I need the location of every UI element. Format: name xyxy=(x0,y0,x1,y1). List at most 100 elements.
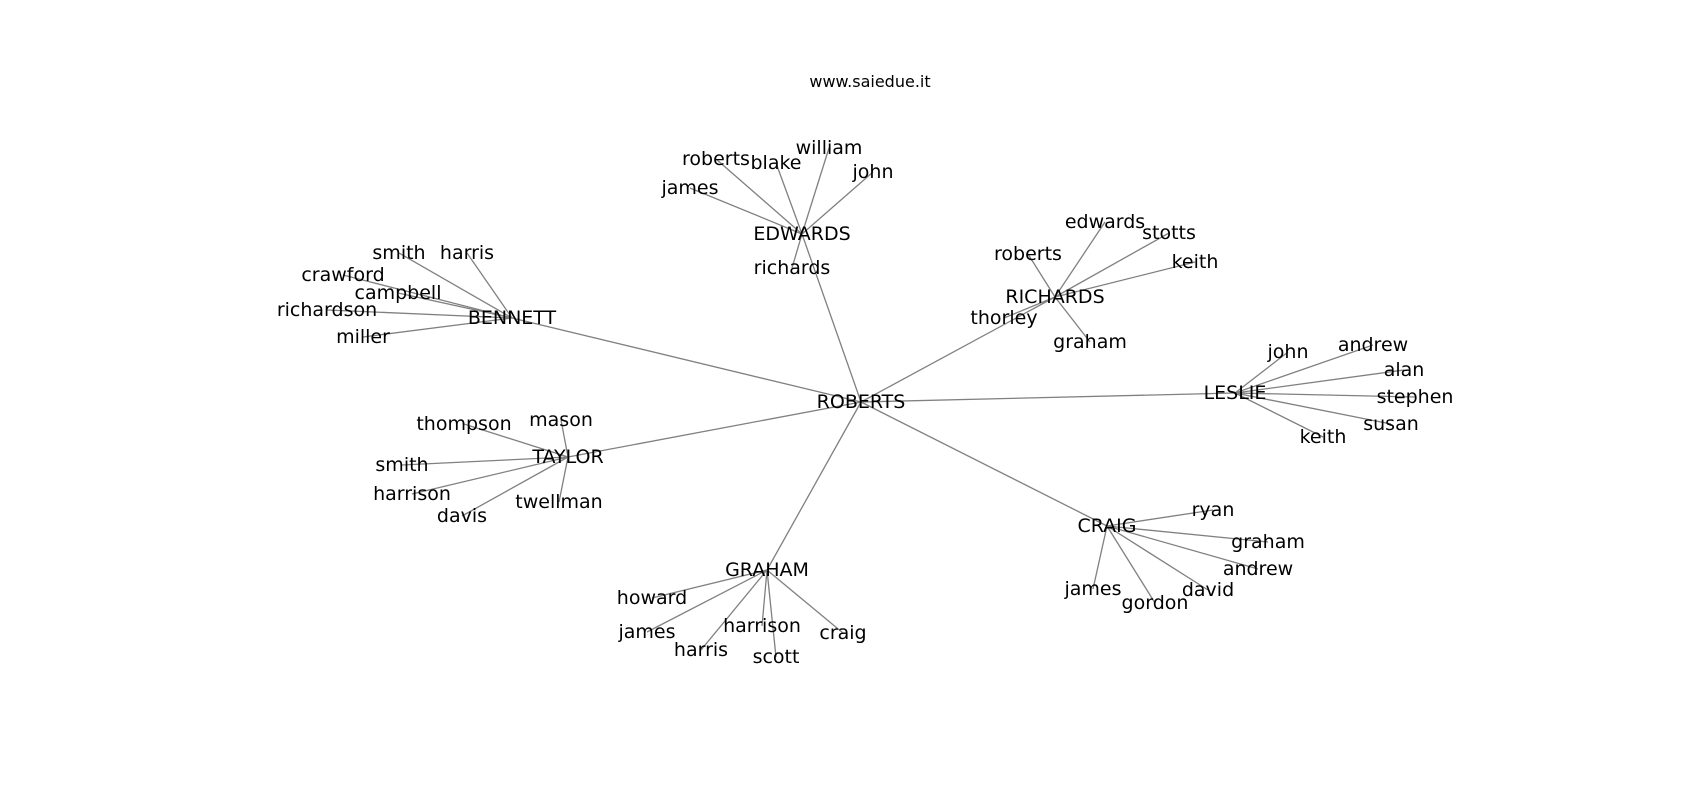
edge-taylor-mason xyxy=(560,419,569,458)
edge-craig-ryan xyxy=(1106,509,1214,527)
edge-graham-craig xyxy=(766,569,844,634)
leaf-node-label-leslie-susan: susan xyxy=(1363,413,1419,435)
root-node-label: ROBERTS xyxy=(817,391,906,413)
leaf-node-label-leslie-john: john xyxy=(1267,341,1309,363)
edge-taylor-harrison xyxy=(411,456,569,495)
edge-graham-harris xyxy=(700,569,768,651)
leaf-node-label-graham-harrison: harrison xyxy=(723,615,801,637)
edge-edwards-james xyxy=(689,187,803,235)
edge-leslie-keith xyxy=(1234,392,1324,438)
edge-richards-stotts xyxy=(1054,232,1170,298)
edge-root-edwards xyxy=(801,233,862,403)
leaf-node-label-edwards-william: william xyxy=(796,137,863,159)
edge-bennett-harris xyxy=(466,252,513,319)
leaf-node-label-richards-thorley: thorley xyxy=(970,307,1037,329)
leaf-node-label-leslie-keith: keith xyxy=(1300,426,1347,448)
leaf-node-label-taylor-thompson: thompson xyxy=(416,413,511,435)
leaf-node-label-craig-james: james xyxy=(1063,578,1121,600)
edge-richards-thorley xyxy=(1003,296,1056,319)
leaf-node-label-taylor-twellman: twellman xyxy=(515,491,602,513)
leaf-node-label-richards-graham: graham xyxy=(1053,331,1127,353)
edge-richards-graham xyxy=(1054,296,1091,343)
edge-craig-andrew xyxy=(1106,525,1259,570)
group-node-label-taylor: TAYLOR xyxy=(531,446,603,468)
leaf-node-label-craig-graham: graham xyxy=(1231,531,1305,553)
leaf-node-label-edwards-richards: richards xyxy=(754,257,831,279)
leaf-node-label-taylor-smith: smith xyxy=(375,454,428,476)
edge-bennett-smith xyxy=(398,252,513,319)
edge-leslie-alan xyxy=(1234,369,1405,394)
edge-taylor-thompson xyxy=(463,423,569,458)
edge-edwards-william xyxy=(801,147,830,235)
edge-bennett-crawford xyxy=(342,274,513,319)
group-node-label-graham: GRAHAM xyxy=(725,559,809,581)
edge-root-taylor xyxy=(567,401,862,458)
edge-taylor-davis xyxy=(461,456,569,517)
edge-layer xyxy=(326,147,1416,658)
leaf-node-label-graham-harris: harris xyxy=(674,639,728,661)
edge-leslie-susan xyxy=(1234,392,1392,425)
leaf-node-label-bennett-crawford: crawford xyxy=(301,264,384,286)
leaf-node-label-craig-ryan: ryan xyxy=(1192,499,1235,521)
edge-graham-howard xyxy=(651,569,768,599)
edge-root-richards xyxy=(860,296,1056,403)
edge-richards-edwards xyxy=(1054,221,1106,298)
leaf-node-label-bennett-campbell: campbell xyxy=(355,282,442,304)
leaf-node-label-bennett-miller: miller xyxy=(336,326,390,348)
edge-richards-roberts xyxy=(1027,253,1056,298)
group-node-label-richards: RICHARDS xyxy=(1005,286,1104,308)
leaf-node-label-craig-gordon: gordon xyxy=(1122,592,1189,614)
leaf-node-label-taylor-harrison: harrison xyxy=(373,483,451,505)
leaf-node-label-edwards-roberts: roberts xyxy=(682,148,750,170)
leaf-node-label-leslie-stephen: stephen xyxy=(1377,386,1454,408)
edge-edwards-blake xyxy=(775,162,803,235)
edge-root-graham xyxy=(766,401,862,571)
edge-taylor-twellman xyxy=(558,456,569,503)
leaf-node-label-richards-roberts: roberts xyxy=(994,243,1062,265)
edge-richards-keith xyxy=(1054,261,1196,298)
leaf-node-label-graham-scott: scott xyxy=(753,646,800,668)
leaf-node-label-bennett-harris: harris xyxy=(440,242,494,264)
leaf-node-label-graham-james: james xyxy=(617,621,675,643)
leaf-node-label-leslie-alan: alan xyxy=(1384,359,1425,381)
edge-graham-james xyxy=(646,569,768,633)
edge-graham-scott xyxy=(766,569,777,658)
group-node-label-craig: CRAIG xyxy=(1077,515,1136,537)
edge-root-leslie xyxy=(860,392,1236,403)
leaf-node-label-craig-david: david xyxy=(1182,579,1234,601)
edge-leslie-john xyxy=(1234,351,1289,394)
leaf-node-label-bennett-richardson: richardson xyxy=(277,299,377,321)
edge-craig-graham xyxy=(1106,525,1269,543)
edge-graham-harrison xyxy=(761,569,768,627)
leaf-node-label-richards-keith: keith xyxy=(1172,251,1219,273)
edge-edwards-richards xyxy=(791,233,803,269)
group-node-label-edwards: EDWARDS xyxy=(753,223,850,245)
leaf-node-label-edwards-john: john xyxy=(852,161,894,183)
edge-edwards-john xyxy=(801,171,874,235)
edge-leslie-andrew xyxy=(1234,344,1374,394)
leaf-node-label-richards-edwards: edwards xyxy=(1065,211,1145,233)
edge-bennett-miller xyxy=(362,317,513,338)
leaf-node-label-richards-stotts: stotts xyxy=(1142,222,1196,244)
group-node-label-leslie: LESLIE xyxy=(1204,382,1267,404)
chart-title: www.saiedue.it xyxy=(809,72,931,91)
edge-root-craig xyxy=(860,401,1108,527)
edge-craig-gordon xyxy=(1106,525,1156,604)
leaf-node-label-edwards-james: james xyxy=(660,177,718,199)
edge-taylor-smith xyxy=(401,456,569,466)
edge-edwards-roberts xyxy=(715,158,803,235)
leaf-node-label-graham-howard: howard xyxy=(617,587,687,609)
leaf-node-label-edwards-blake: blake xyxy=(751,152,802,174)
leaf-node-label-taylor-davis: davis xyxy=(437,505,487,527)
leaf-node-label-taylor-mason: mason xyxy=(529,409,593,431)
leaf-node-label-craig-andrew: andrew xyxy=(1223,558,1293,580)
leaf-node-label-graham-craig: craig xyxy=(819,622,866,644)
edge-craig-david xyxy=(1106,525,1209,591)
leaf-node-label-leslie-andrew: andrew xyxy=(1338,334,1408,356)
edge-leslie-stephen xyxy=(1234,392,1416,398)
edge-bennett-richardson xyxy=(326,309,513,319)
edge-root-bennett xyxy=(511,317,862,403)
leaf-node-label-bennett-smith: smith xyxy=(372,242,425,264)
